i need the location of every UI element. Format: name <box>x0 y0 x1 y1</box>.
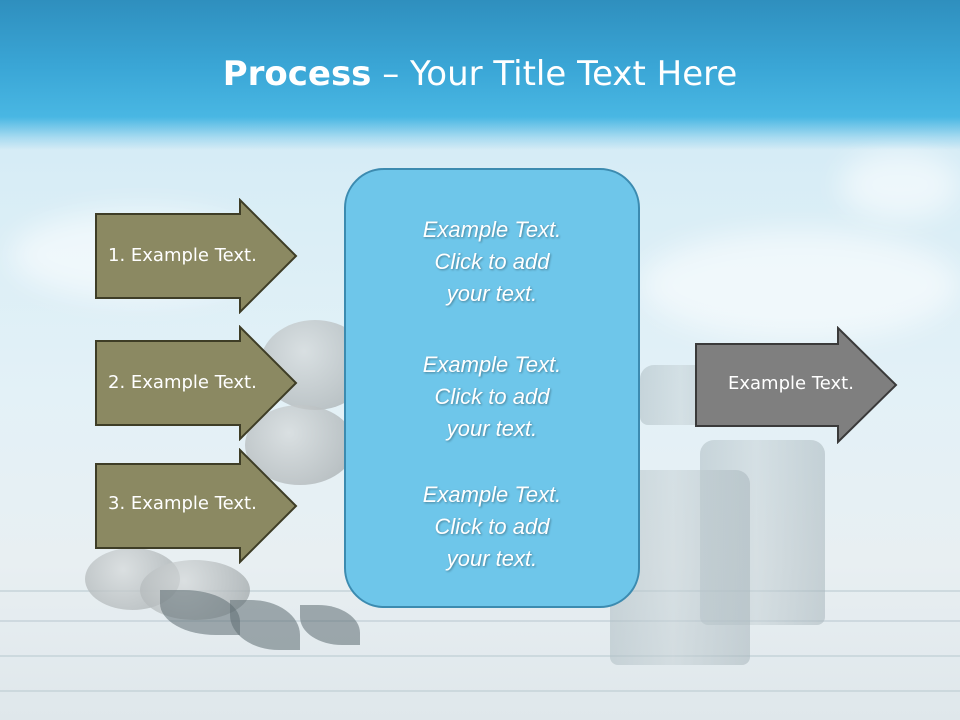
left-arrow-2[interactable]: 2. Example Text. <box>94 324 300 442</box>
slide-title[interactable]: Process – Your Title Text Here <box>0 52 960 96</box>
center-paragraph-1: Example Text. Click to add your text. <box>346 214 638 310</box>
left-arrow-3[interactable]: 3. Example Text. <box>94 447 300 565</box>
right-arrow-shape <box>695 325 898 445</box>
left-arrow-1-label: 1. Example Text. <box>108 245 257 266</box>
left-arrow-1[interactable]: 1. Example Text. <box>94 197 300 315</box>
center-line: your text. <box>446 416 538 441</box>
center-paragraph-3: Example Text. Click to add your text. <box>346 479 638 575</box>
center-line: your text. <box>446 281 538 306</box>
right-arrow-label: Example Text. <box>728 373 854 394</box>
center-line: Click to add <box>434 514 550 539</box>
center-line: your text. <box>446 546 538 571</box>
right-arrow-shape <box>95 324 298 442</box>
center-line: Example Text. <box>422 482 562 507</box>
title-bold: Process <box>222 54 372 94</box>
right-output-arrow[interactable]: Example Text. <box>694 325 900 445</box>
center-line: Click to add <box>434 384 550 409</box>
title-bar <box>0 0 960 150</box>
right-arrow-shape <box>95 197 298 315</box>
right-arrow-shape <box>95 447 298 565</box>
center-line: Example Text. <box>422 352 562 377</box>
title-rest: – Your Title Text Here <box>371 54 738 94</box>
center-line: Example Text. <box>422 217 562 242</box>
center-line: Click to add <box>434 249 550 274</box>
left-arrow-2-label: 2. Example Text. <box>108 372 257 393</box>
left-arrow-3-label: 3. Example Text. <box>108 493 257 514</box>
center-paragraph-2: Example Text. Click to add your text. <box>346 349 638 445</box>
center-text-box[interactable]: Example Text. Click to add your text. Ex… <box>344 168 640 608</box>
